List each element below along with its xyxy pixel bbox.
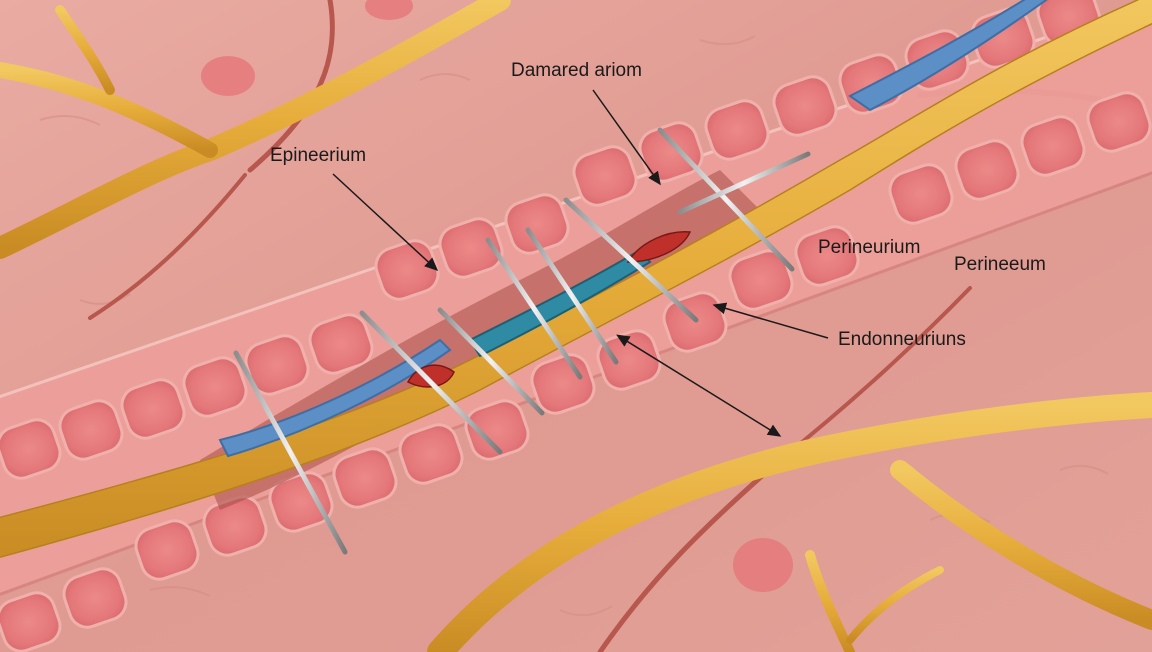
suture-5 [525,227,619,365]
suture-3 [437,307,545,416]
suture-6 [563,197,699,323]
nerve-trunk [0,0,1152,559]
damaged-tissue-clumps [406,231,692,388]
suture-1 [233,350,348,555]
exposed-axon [468,248,652,358]
suture-8 [677,151,811,215]
arrow-endoneurium-upper [712,302,829,339]
endoneurium-label: Endonneuriuns [838,329,966,350]
leader-arrows [332,89,829,437]
damaged-axon-label: Damared ariom [511,60,642,81]
tissue-texture [39,35,1109,617]
perineurium-label: Perineurium [818,237,921,258]
epineurium-label: Epineerium [270,145,367,166]
suture-needles [233,127,811,555]
arrow-epineurium [332,173,439,272]
arrow-endoneurium-lower [616,334,782,437]
suture-2 [359,310,503,455]
fascicle-cells-upper [0,0,1152,480]
perineurium-label-secondary: Perineeum [954,254,1046,275]
suture-4 [485,237,583,380]
blue-vessel-upper [848,0,1048,112]
suture-7 [657,127,795,272]
arrow-damaged-axon [592,89,661,186]
